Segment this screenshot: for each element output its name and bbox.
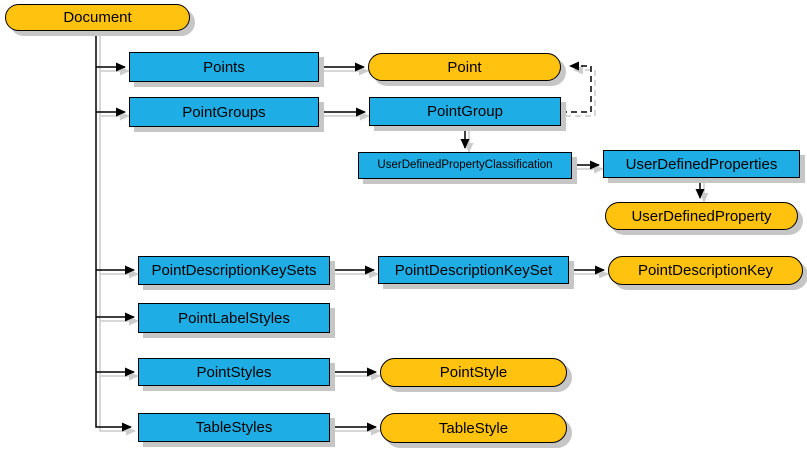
node-pointstyles[interactable]: PointStyles xyxy=(138,358,330,386)
node-point[interactable]: Point xyxy=(368,53,561,81)
node-pointstyles-label: PointStyles xyxy=(196,363,272,381)
node-userdefinedproperties-label: UserDefinedProperties xyxy=(625,155,778,173)
node-document[interactable]: Document xyxy=(5,4,190,31)
node-pointgroups[interactable]: PointGroups xyxy=(129,97,319,127)
node-userdefinedproperty[interactable]: UserDefinedProperty xyxy=(605,202,798,230)
node-pointdescriptionkeyset[interactable]: PointDescriptionKeySet xyxy=(378,256,569,284)
node-tablestyle[interactable]: TableStyle xyxy=(380,413,567,443)
node-pointlabelstyles-label: PointLabelStyles xyxy=(178,309,290,327)
node-pointstyle-label: PointStyle xyxy=(439,364,508,381)
node-tablestyles-label: TableStyles xyxy=(195,419,273,436)
node-tablestyle-label: TableStyle xyxy=(438,419,509,437)
node-pointstyle[interactable]: PointStyle xyxy=(380,358,567,387)
node-pointdescriptionkeysets[interactable]: PointDescriptionKeySets xyxy=(138,256,330,285)
node-userdefinedpropertyclassification-label: UserDefinedPropertyClassification xyxy=(377,158,553,171)
node-point-label: Point xyxy=(447,58,482,76)
node-pointdescriptionkeysets-label: PointDescriptionKeySets xyxy=(151,262,317,279)
node-points[interactable]: Points xyxy=(129,52,319,82)
node-userdefinedproperties[interactable]: UserDefinedProperties xyxy=(603,150,800,178)
node-points-label: Points xyxy=(203,58,245,76)
node-pointdescriptionkeyset-label: PointDescriptionKeySet xyxy=(394,261,553,279)
node-tablestyles[interactable]: TableStyles xyxy=(138,413,330,442)
node-pointgroup[interactable]: PointGroup xyxy=(369,97,561,126)
node-pointlabelstyles[interactable]: PointLabelStyles xyxy=(138,303,330,333)
node-pointgroups-label: PointGroups xyxy=(182,103,266,121)
node-document-label: Document xyxy=(63,9,132,26)
node-userdefinedproperty-label: UserDefinedProperty xyxy=(631,207,772,225)
node-userdefinedpropertyclassification[interactable]: UserDefinedPropertyClassification xyxy=(358,152,572,179)
node-pointdescriptionkey-label: PointDescriptionKey xyxy=(637,262,774,279)
node-pointdescriptionkey[interactable]: PointDescriptionKey xyxy=(608,256,803,285)
node-pointgroup-label: PointGroup xyxy=(427,103,503,120)
